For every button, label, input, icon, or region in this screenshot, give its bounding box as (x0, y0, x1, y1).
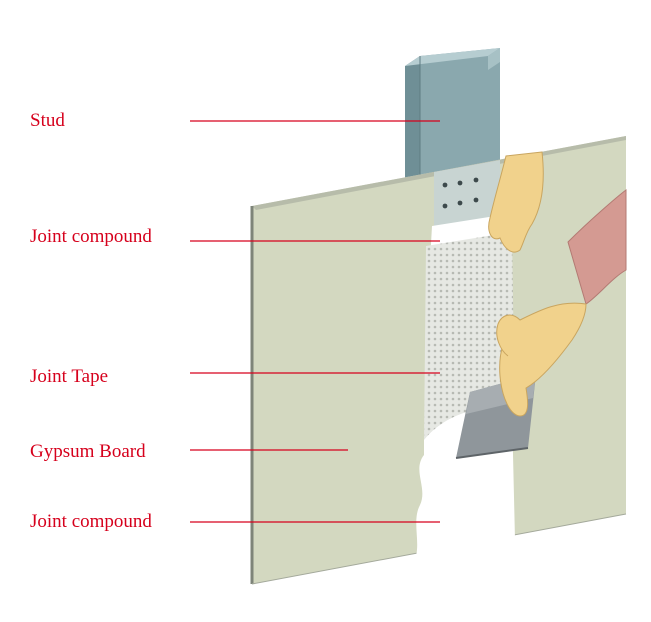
label-joint-compound-bottom: Joint compound (30, 511, 152, 532)
screw (442, 203, 448, 209)
screw (442, 182, 448, 188)
left-hand (488, 151, 544, 253)
screw (473, 197, 479, 203)
stud (405, 48, 500, 210)
leader-lines (190, 120, 440, 523)
label-joint-compound-top: Joint compound (30, 226, 152, 247)
screw (473, 177, 479, 183)
label-stud: Stud (30, 110, 65, 131)
stud-flange (434, 160, 500, 226)
right-arm (496, 188, 627, 417)
screw (457, 180, 463, 186)
label-joint-tape: Joint Tape (30, 366, 109, 387)
screw (457, 200, 463, 206)
label-gypsum-board: Gypsum Board (30, 441, 146, 462)
